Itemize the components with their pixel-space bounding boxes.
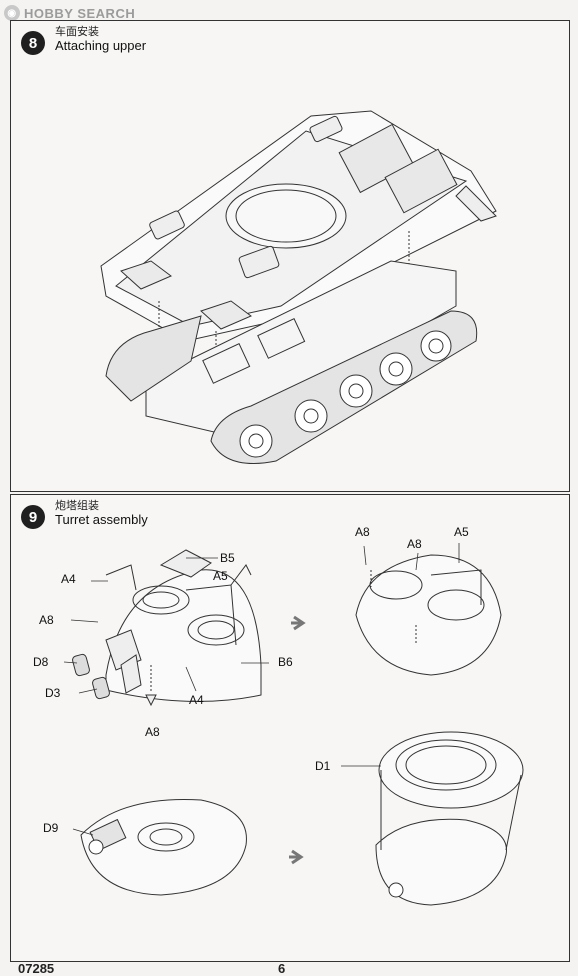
label-a8-right-1: A8 [355, 525, 370, 539]
arrow-1-icon [291, 615, 306, 631]
label-a5-right: A5 [454, 525, 469, 539]
label-d1: D1 [315, 759, 331, 773]
footer-product-code: 07285 [18, 961, 55, 976]
turret-with-ring-illustration [375, 731, 524, 906]
watermark-logo-icon: ◉ [4, 5, 20, 21]
step-8-title-cn: 车面安装 [55, 25, 99, 38]
upper-hull-illustration [100, 110, 497, 342]
watermark-text: HOBBY SEARCH [24, 5, 136, 21]
step-8-number: 8 [21, 31, 45, 55]
step-8-title-en: Attaching upper [55, 38, 147, 53]
label-a5-left: A5 [213, 569, 228, 583]
footer-page-number: 6 [278, 961, 286, 976]
label-a4-bottom: A4 [189, 693, 204, 707]
arrow-2-icon [289, 849, 304, 865]
step-9-title-cn: 炮塔组装 [55, 499, 99, 512]
step-9-number: 9 [21, 505, 45, 529]
step-9-panel: 9 炮塔组装 Turret assembly [10, 494, 570, 962]
label-d8: D8 [33, 655, 49, 669]
label-d3: D3 [45, 686, 61, 700]
label-a8-right-2: A8 [407, 537, 422, 551]
label-d9: D9 [43, 821, 59, 835]
turret-exploded-illustration [72, 549, 262, 707]
turret-base-illustration [80, 798, 247, 896]
step-8-drawing [100, 110, 497, 464]
watermark: ◉ HOBBY SEARCH [4, 4, 135, 22]
label-a8-left: A8 [39, 613, 54, 627]
label-a8-bottom: A8 [145, 725, 160, 739]
label-b5: B5 [220, 551, 235, 565]
step-9-title-en: Turret assembly [55, 512, 148, 527]
lower-hull-illustration [105, 260, 478, 464]
step-8-panel: 8 车面安装 Attaching upper [10, 20, 570, 492]
label-b6: B6 [278, 655, 293, 669]
step-9-drawing [63, 543, 524, 906]
turret-assembled-illustration [355, 554, 502, 676]
label-a4-top: A4 [61, 572, 76, 586]
